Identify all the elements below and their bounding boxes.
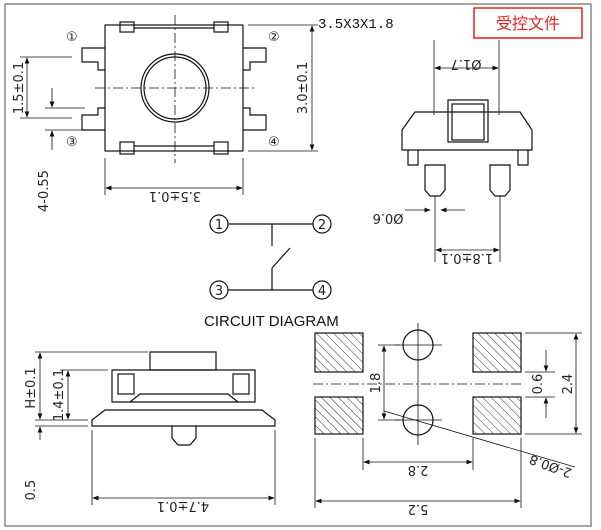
dim-total-height: H±0.1 bbox=[24, 367, 39, 408]
pin-label-1: ① bbox=[66, 30, 78, 45]
dim-post-span: 1.8±0.1 bbox=[441, 250, 493, 265]
pin-label-4: ④ bbox=[268, 135, 280, 150]
dim-outer-span: 5.2 bbox=[408, 501, 429, 516]
circuit-diagram: 1 2 3 4 CIRCUIT DIAGRAM bbox=[204, 214, 339, 330]
node-2: 2 bbox=[318, 218, 326, 233]
dim-inner-span: 2.8 bbox=[408, 462, 429, 477]
model-label: 3.5X3X1.8 bbox=[318, 17, 394, 33]
circuit-title: CIRCUIT DIAGRAM bbox=[204, 313, 339, 330]
dim-length: 4.7±0.1 bbox=[157, 498, 209, 513]
dim-height: 3.0±0.1 bbox=[296, 62, 311, 114]
pcb-footprint: 1.8 2-Ø0.8 2.4 0.6 2.8 5.2 bbox=[313, 323, 582, 516]
node-1: 1 bbox=[215, 218, 223, 233]
top-view: 3.0±0.1 3.5±0.1 1.5±0.1 4-0.55 ① ② ③ ④ bbox=[12, 15, 318, 212]
dim-pad-gap: 0.6 bbox=[531, 374, 546, 395]
dim-hole-pitch: 1.8 bbox=[369, 373, 384, 394]
dim-post-dia: Ø0.6 bbox=[373, 210, 404, 225]
dim-pin-thickness: 0.5 bbox=[24, 480, 39, 501]
controlled-document-stamp: 受控文件 bbox=[473, 7, 583, 39]
stamp-text: 受控文件 bbox=[496, 14, 560, 33]
dim-body-height: 1.4±0.1 bbox=[52, 369, 67, 421]
dim-knob-dia: Ø1.7 bbox=[451, 56, 482, 71]
dim-width: 3.5±0.1 bbox=[149, 188, 201, 203]
dim-pad-span: 2.4 bbox=[561, 374, 576, 395]
front-view: H±0.1 1.4±0.1 0.5 4.7±0.1 bbox=[24, 351, 276, 513]
dim-pin-width: 4-0.55 bbox=[37, 170, 52, 212]
node-3: 3 bbox=[215, 284, 223, 299]
pin-label-3: ③ bbox=[66, 135, 78, 150]
dim-hole-dia: 2-Ø0.8 bbox=[528, 451, 574, 480]
drawing-frame bbox=[4, 3, 592, 527]
dim-pin-pitch: 1.5±0.1 bbox=[12, 62, 27, 114]
side-view: Ø1.7 1.8±0.1 Ø0.6 bbox=[373, 40, 533, 265]
pin-label-2: ② bbox=[268, 30, 280, 45]
node-4: 4 bbox=[318, 284, 326, 299]
